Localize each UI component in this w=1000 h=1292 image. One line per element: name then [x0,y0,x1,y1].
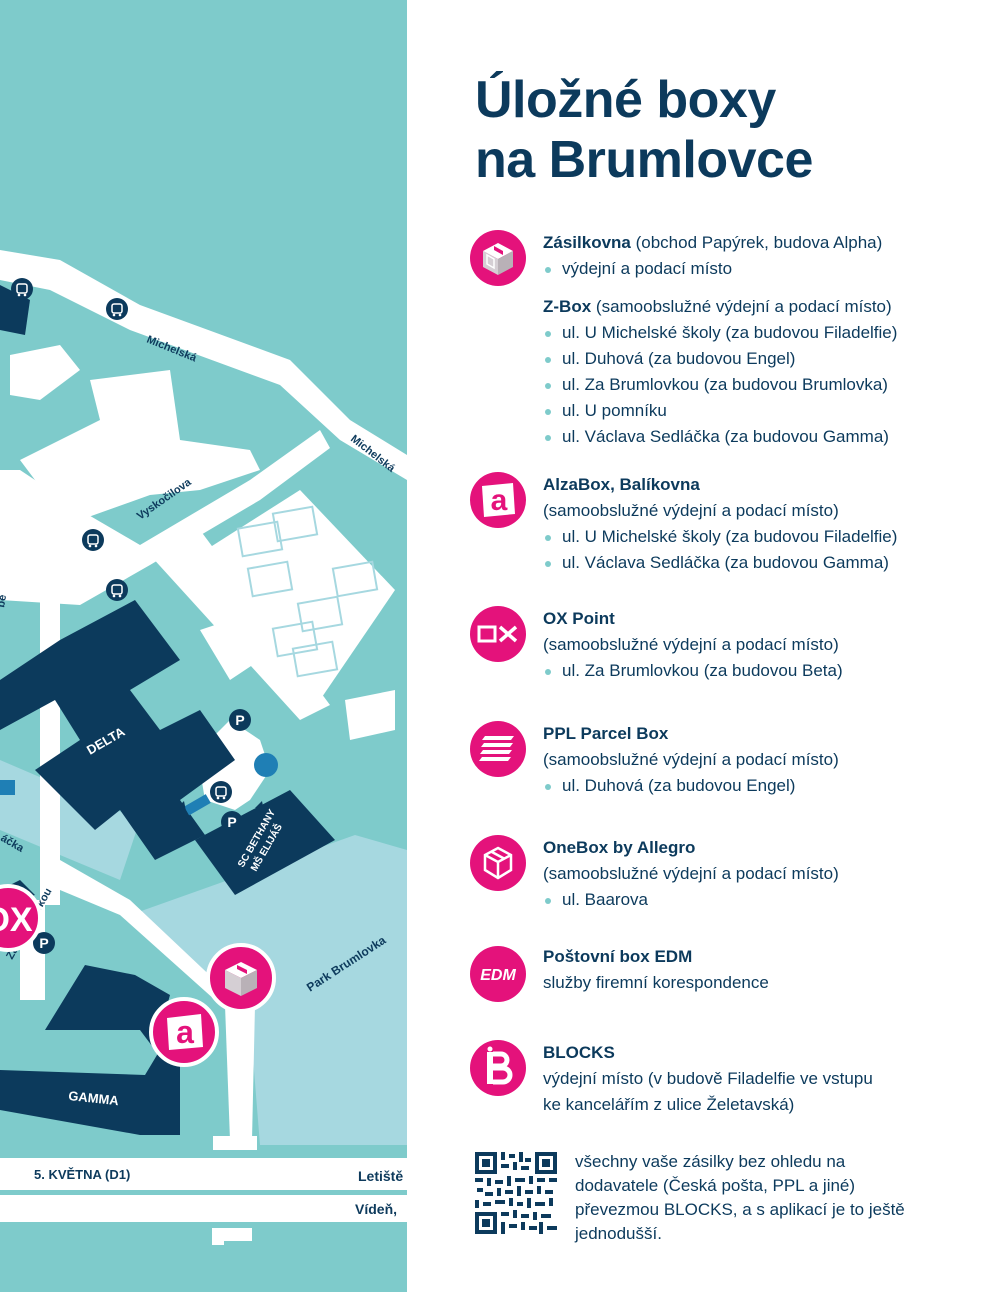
zbox-list: ul. U Michelské školy (za budovou Filade… [543,320,983,450]
list-item: výdejní a podací místo [543,256,983,282]
bus-stop-icon [82,529,104,551]
zbox-title: Z-Box [543,297,592,316]
parking-icon: P [229,709,251,731]
ox-list: ul. Za Brumlovkou (za budovou Beta) [543,658,983,684]
edm-subtitle: služby firemní korespondence [543,973,769,992]
onebox-list: ul. Baarova [543,887,983,913]
canal-area [0,760,140,880]
alza-list: ul. U Michelské školy (za budovou Filade… [543,524,983,576]
list-item: ul. Za Brumlovkou (za budovou Brumlovka) [543,372,983,398]
zasilkovna-title: Zásilkovna [543,233,631,252]
ox-title: OX Point [543,609,615,628]
parking-letter: P [235,712,244,728]
title-line-1: Úložné boxy [475,71,776,129]
onebox-subtitle: (samoobslužné výdejní a podací místo) [543,864,839,883]
ppl-stripes-icon [470,721,526,777]
pond [254,753,278,777]
parking-icon: P [33,932,55,954]
edm-logo-icon: EDM [470,946,526,1002]
bus-stop-icon [11,278,33,300]
dark-buildings [0,285,335,1135]
footer-text: všechny vaše zásilky bez ohledu na dodav… [575,1152,905,1243]
qr-code-icon[interactable] [475,1152,557,1234]
zasilkovna-title-line: Zásilkovna (obchod Papýrek, budova Alpha… [543,230,983,256]
building-label-gamma: GAMMA [68,1088,120,1108]
map-svg: Michelská Michelská Vyskočilova áčka Za … [0,250,407,1245]
legend-panel: Úložné boxy na Brumlovce Zásilkovna (obc… [407,0,1000,1292]
bus-stop-icon [106,298,128,320]
parking-letter: P [39,935,48,951]
ppl-list: ul. Duhová (za budovou Engel) [543,773,983,799]
alza-subtitle: (samoobslužné výdejní a podací místo) [543,501,839,520]
ox-map-marker: OX [0,884,42,952]
alza-map-marker-text: a [176,1014,194,1050]
direction-label-letiste: Letiště [358,1168,403,1184]
alza-title: AlzaBox, Balíkovna [543,475,700,494]
alza-icon-letter: a [491,484,508,517]
zasilkovna-map-marker [206,943,276,1013]
parking-icon: P [221,811,243,833]
water-mark [0,780,15,795]
list-item: ul. U Michelské školy (za budovou Filade… [543,320,983,346]
ox-point-icon [470,606,526,662]
section-ppl: PPL Parcel Box (samoobslužné výdejní a p… [543,721,983,799]
blocks-title: BLOCKS [543,1043,615,1062]
section-alza: AlzaBox, Balíkovna (samoobslužné výdejní… [543,472,983,576]
section-blocks: BLOCKS výdejní místo (v budově Filadelfi… [543,1040,983,1118]
zasilkovna-box-icon [470,230,526,286]
map-area: Michelská Michelská Vyskočilova áčka Za … [0,0,407,1292]
edm-title: Poštovní box EDM [543,947,693,966]
list-item: ul. Václava Sedláčka (za budovou Gamma) [543,424,983,450]
roads [0,250,407,1245]
ox-subtitle: (samoobslužné výdejní a podací místo) [543,635,839,654]
section-ox: OX Point (samoobslužné výdejní a podací … [543,606,983,684]
alza-map-marker: a [149,997,219,1067]
list-item: ul. Duhová (za budovou Engel) [543,346,983,372]
section-onebox: OneBox by Allegro (samoobslužné výdejní … [543,835,983,913]
blocks-b-icon [470,1040,526,1096]
court-lines [236,505,379,678]
entrance-markers [35,676,264,811]
list-item: ul. Václava Sedláčka (za budovou Gamma) [543,550,983,576]
zasilkovna-list: výdejní a podací místo [543,256,983,282]
list-item: ul. U pomníku [543,398,983,424]
ppl-subtitle: (samoobslužné výdejní a podací místo) [543,750,839,769]
street-label-edge: bě [0,594,9,609]
list-item: ul. Za Brumlovkou (za budovou Beta) [543,658,983,684]
alza-a-icon: a [470,472,526,528]
title-line-2: na Brumlovce [475,131,813,189]
page-title: Úložné boxy na Brumlovce [475,70,813,190]
section-edm: Poštovní box EDM služby firemní korespon… [543,944,983,996]
ppl-title: PPL Parcel Box [543,724,669,743]
zbox-title-line: Z-Box (samoobslužné výdejní a podací mís… [543,294,983,320]
edm-icon-text: EDM [480,967,516,984]
direction-label-viden: Vídeň, [355,1201,397,1217]
section-zasilkovna: Zásilkovna (obchod Papýrek, budova Alpha… [543,230,983,450]
blocks-subtitle-line-1: výdejní místo (v budově Filadelfie ve vs… [543,1069,873,1088]
ox-map-marker-text: OX [0,901,33,939]
onebox-cube-icon [470,835,526,891]
zasilkovna-title-note: (obchod Papýrek, budova Alpha) [635,233,883,252]
list-item: ul. Baarova [543,887,983,913]
bus-stop-icon [210,781,232,803]
list-item: ul. Duhová (za budovou Engel) [543,773,983,799]
onebox-title: OneBox by Allegro [543,838,696,857]
road-label-kvetna: 5. KVĚTNA (D1) [34,1167,130,1182]
zbox-title-note: (samoobslužné výdejní a podací místo) [595,297,892,316]
list-item: ul. U Michelské školy (za budovou Filade… [543,524,983,550]
blocks-subtitle-line-2: ke kancelářím z ulice Želetavská) [543,1095,795,1114]
bus-stop-icons [11,278,232,803]
parking-letter: P [227,814,236,830]
bus-stop-icon [106,579,128,601]
